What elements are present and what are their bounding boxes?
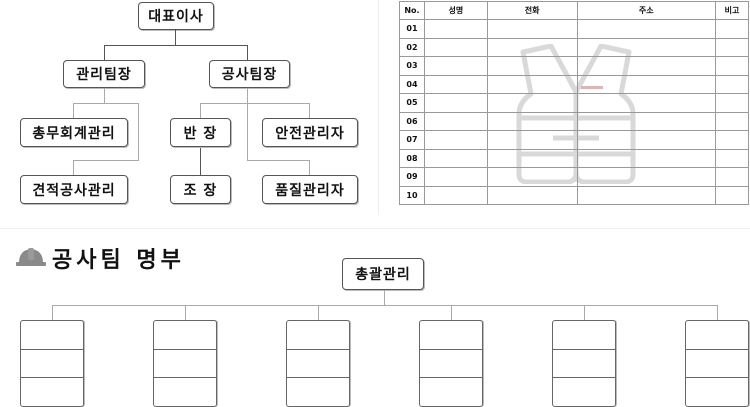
- node-general-accounting: 총무회계관리: [20, 118, 128, 147]
- table-row: 06: [399, 111, 749, 131]
- node-general-management: 총괄관리: [342, 258, 424, 290]
- node-construction-team-lead: 공사팀장: [209, 60, 290, 88]
- table-cell[interactable]: [715, 111, 749, 131]
- node-estimate-construction: 견적공사관리: [20, 175, 128, 204]
- node-quality-manager: 품질관리자: [262, 175, 358, 204]
- table-cell[interactable]: [423, 167, 488, 187]
- table-cell[interactable]: [715, 56, 749, 76]
- table-row: 08: [399, 148, 749, 168]
- table-row: 03: [399, 56, 749, 76]
- divider-vertical: [378, 0, 379, 215]
- table-cell[interactable]: [486, 148, 578, 168]
- team-card[interactable]: [20, 320, 84, 407]
- table-cell[interactable]: [486, 167, 578, 187]
- table-cell[interactable]: [715, 74, 749, 94]
- table-cell[interactable]: [423, 93, 488, 113]
- table-cell[interactable]: [576, 74, 717, 94]
- row-number: 05: [399, 93, 425, 113]
- row-number: 10: [399, 185, 425, 205]
- team-card[interactable]: [419, 320, 483, 407]
- node-ceo: 대표이사: [138, 2, 214, 30]
- table-cell[interactable]: [715, 148, 749, 168]
- hard-hat-icon: [16, 248, 46, 266]
- table-cell[interactable]: [486, 130, 578, 150]
- table-cell[interactable]: [486, 185, 578, 205]
- table-row: 09: [399, 167, 749, 187]
- section-title: 공사팀 명부: [52, 248, 185, 273]
- col-address: 주소: [576, 1, 717, 20]
- table-cell[interactable]: [576, 19, 717, 39]
- table-cell[interactable]: [423, 185, 488, 205]
- table-cell[interactable]: [486, 74, 578, 94]
- table-cell[interactable]: [486, 19, 578, 39]
- table-cell[interactable]: [576, 111, 717, 131]
- table-cell[interactable]: [423, 19, 488, 39]
- table-cell[interactable]: [423, 130, 488, 150]
- table-cell[interactable]: [486, 37, 578, 57]
- table-cell[interactable]: [715, 185, 749, 205]
- col-no: No.: [399, 1, 425, 20]
- row-number: 07: [399, 130, 425, 150]
- table-cell[interactable]: [715, 167, 749, 187]
- row-number: 06: [399, 111, 425, 131]
- table-cell[interactable]: [576, 93, 717, 113]
- node-sub-foreman: 조 장: [170, 175, 231, 204]
- table-cell[interactable]: [486, 111, 578, 131]
- table-cell[interactable]: [715, 37, 749, 57]
- divider-horizontal: [0, 228, 750, 229]
- table-row: 05: [399, 93, 749, 113]
- row-number: 03: [399, 56, 425, 76]
- col-phone: 전화: [486, 1, 578, 20]
- table-cell[interactable]: [423, 56, 488, 76]
- table-cell[interactable]: [486, 93, 578, 113]
- table-cell[interactable]: [715, 93, 749, 113]
- col-name: 성명: [423, 1, 488, 20]
- row-number: 09: [399, 167, 425, 187]
- table-cell[interactable]: [576, 167, 717, 187]
- node-foreman: 반 장: [170, 118, 231, 147]
- table-row: 02: [399, 37, 749, 57]
- team-card[interactable]: [153, 320, 217, 407]
- row-number: 04: [399, 74, 425, 94]
- team-card[interactable]: [685, 320, 749, 407]
- table-cell[interactable]: [576, 56, 717, 76]
- node-safety-manager: 안전관리자: [262, 118, 358, 147]
- table-cell[interactable]: [423, 111, 488, 131]
- table-cell[interactable]: [715, 19, 749, 39]
- node-admin-team-lead: 관리팀장: [63, 60, 145, 88]
- table-cell[interactable]: [715, 130, 749, 150]
- table-cell[interactable]: [576, 37, 717, 57]
- row-number: 02: [399, 37, 425, 57]
- table-header-row: No. 성명 전화 주소 비고: [399, 1, 749, 20]
- table-row: 10: [399, 185, 749, 205]
- table-cell[interactable]: [576, 148, 717, 168]
- table-cell[interactable]: [423, 74, 488, 94]
- table-cell[interactable]: [576, 185, 717, 205]
- team-card[interactable]: [552, 320, 616, 407]
- table-cell[interactable]: [486, 56, 578, 76]
- row-number: 08: [399, 148, 425, 168]
- col-note: 비고: [715, 1, 749, 20]
- table-row: 04: [399, 74, 749, 94]
- table-cell[interactable]: [423, 148, 488, 168]
- table-row: 07: [399, 130, 749, 150]
- table-cell[interactable]: [576, 130, 717, 150]
- row-number: 01: [399, 19, 425, 39]
- table-cell[interactable]: [423, 37, 488, 57]
- team-card[interactable]: [286, 320, 350, 407]
- table-row: 01: [399, 19, 749, 39]
